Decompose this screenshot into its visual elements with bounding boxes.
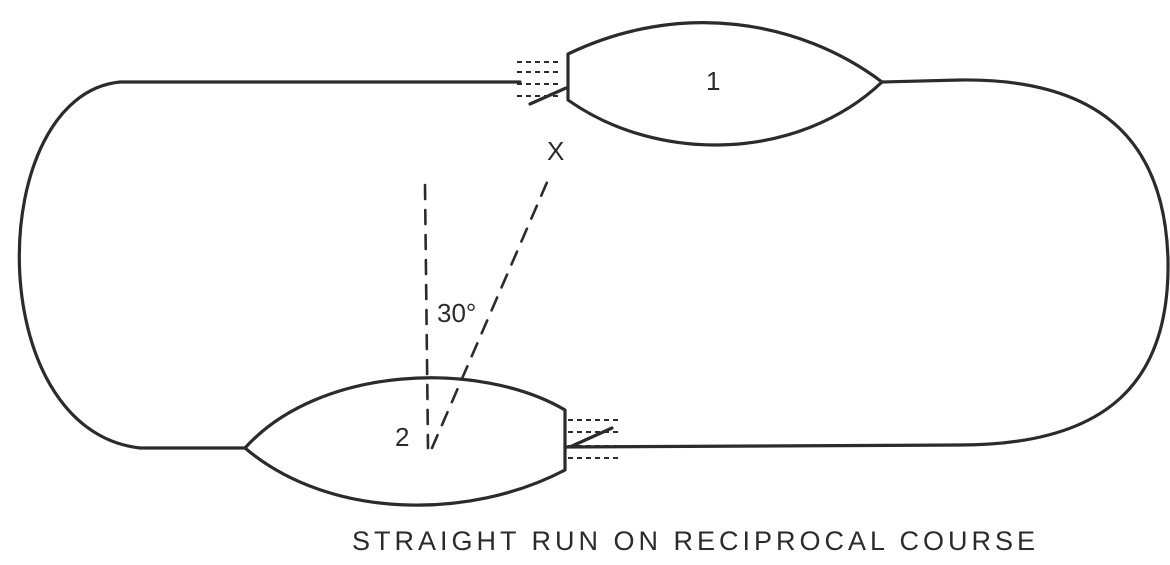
point-x-label: X <box>547 136 564 166</box>
ship-1-label: 1 <box>706 66 720 96</box>
ship-2-wake <box>568 419 620 459</box>
ship-2-hull <box>243 376 567 507</box>
ship-2-label: 2 <box>395 422 409 452</box>
track-left-turn <box>17 80 247 450</box>
diagram-caption: STRAIGHT RUN ON RECIPROCAL COURSE <box>352 526 1039 556</box>
angle-label: 30° <box>437 298 476 328</box>
reference-line <box>423 183 430 450</box>
ship-1-hull <box>566 21 884 147</box>
ship-1-wake <box>517 61 568 106</box>
track-bottom-straight <box>563 443 962 449</box>
track-right-turn <box>880 78 1170 447</box>
